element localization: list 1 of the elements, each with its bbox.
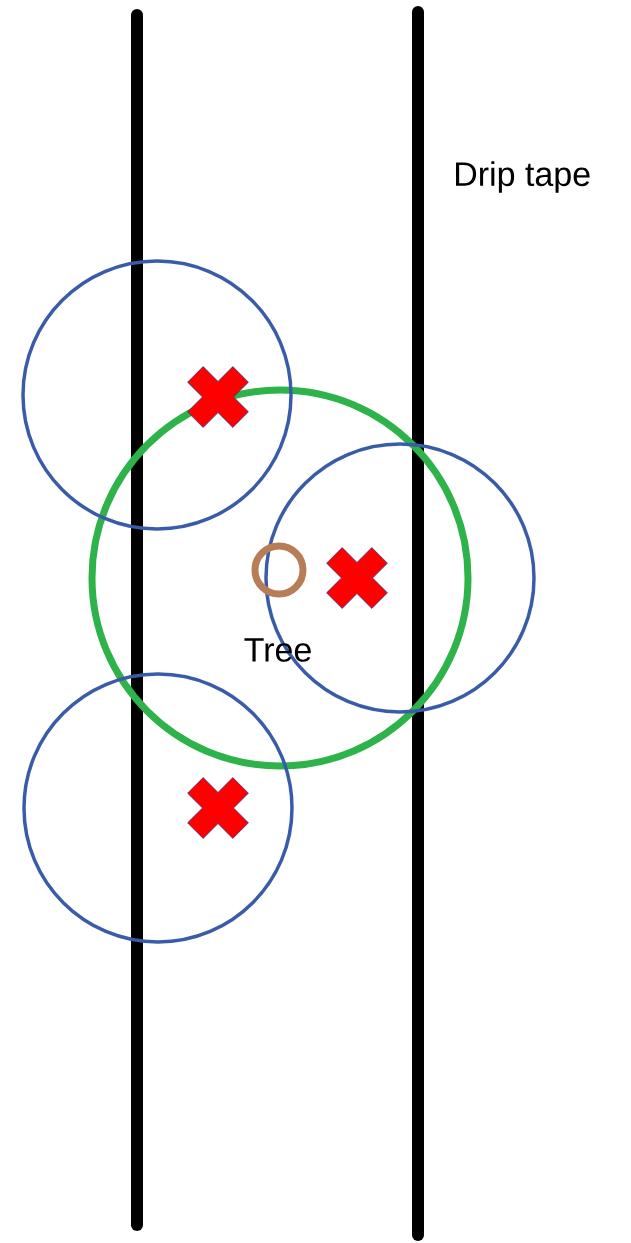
tape-label: Drip tape: [456, 161, 590, 193]
